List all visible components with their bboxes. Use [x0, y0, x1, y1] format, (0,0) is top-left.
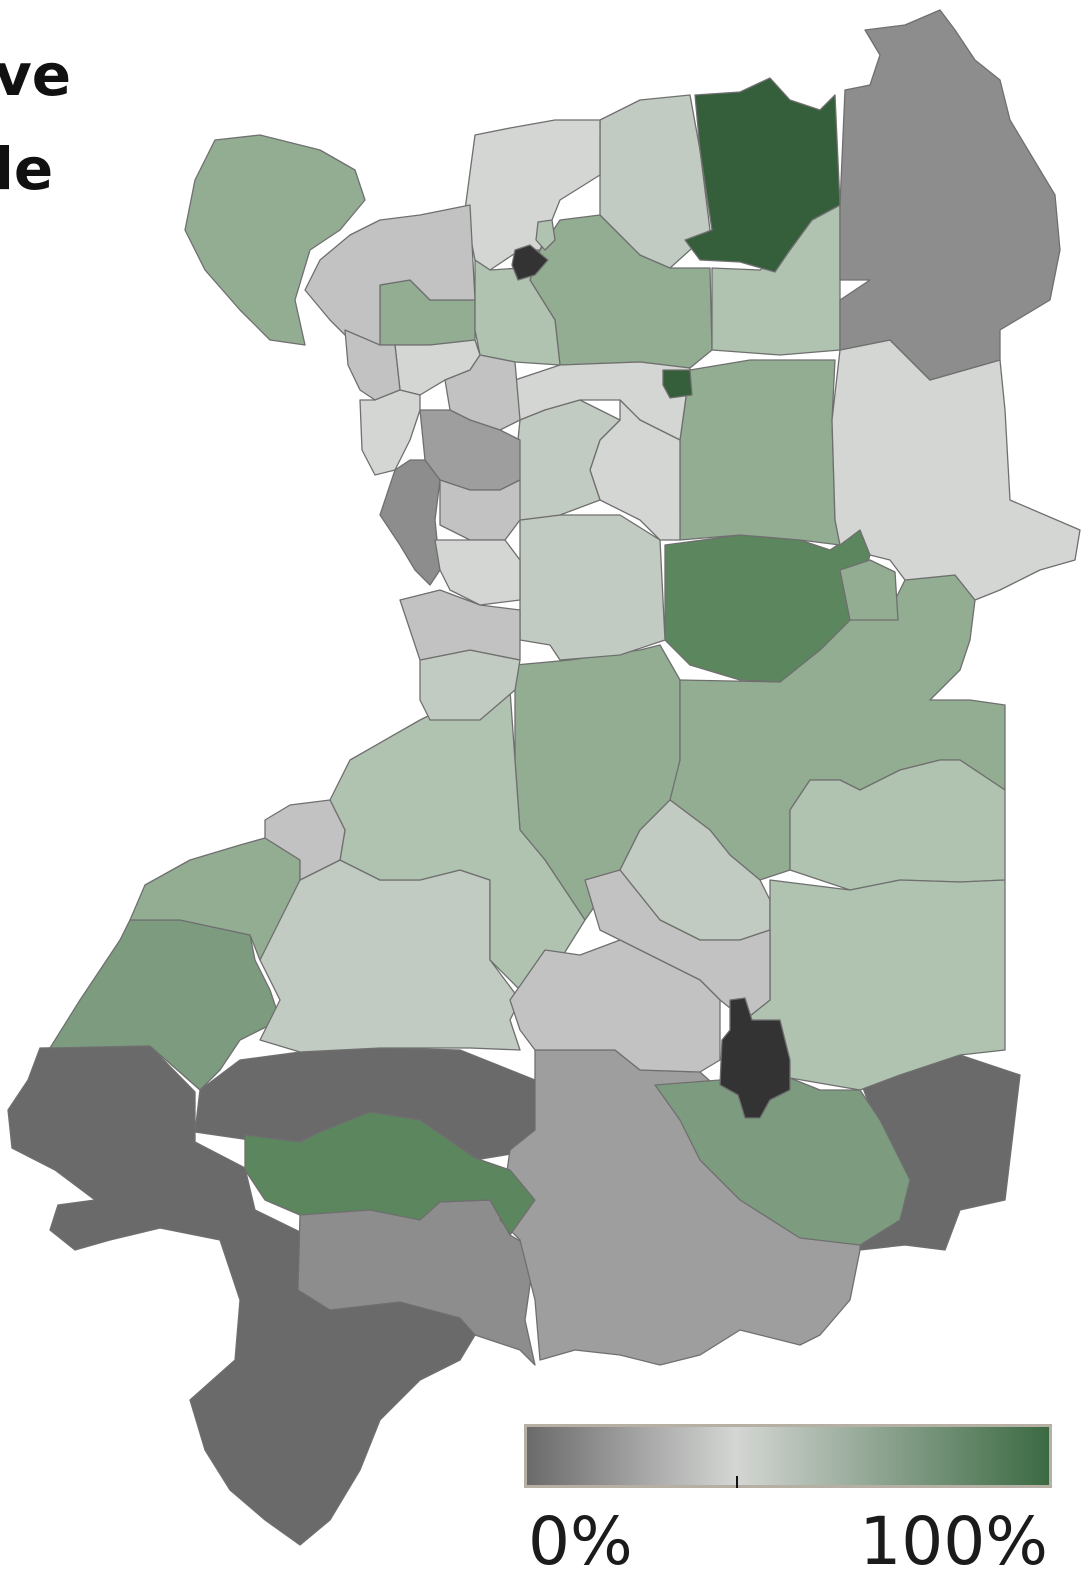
- region-ne-gray[interactable]: [839, 9, 1061, 381]
- region-small-green-east[interactable]: [839, 559, 899, 621]
- region-west-pale[interactable]: [259, 859, 521, 1053]
- color-legend: 0% 100%: [524, 1424, 1052, 1580]
- region-core-8[interactable]: [434, 539, 521, 606]
- region-sw-coast[interactable]: [7, 1045, 476, 1546]
- legend-max-label: 100%: [859, 1503, 1048, 1580]
- region-tiny-darkest[interactable]: [511, 244, 549, 281]
- region-west-gray[interactable]: [264, 799, 346, 881]
- region-south-green[interactable]: [244, 1111, 536, 1236]
- region-ne-green[interactable]: [679, 359, 841, 546]
- region-core-4[interactable]: [359, 389, 421, 476]
- region-center-pale[interactable]: [519, 514, 666, 661]
- region-ne-darkgreen[interactable]: [684, 77, 841, 273]
- region-mid-gray-west[interactable]: [399, 589, 521, 661]
- region-sw-green[interactable]: [49, 919, 281, 1091]
- region-se-darkest[interactable]: [719, 997, 791, 1119]
- legend-min-label: 0%: [528, 1503, 633, 1580]
- title-line-1: ve: [0, 41, 72, 109]
- legend-gradient-bar: [524, 1424, 1052, 1488]
- region-small-darkgreen[interactable]: [662, 369, 693, 399]
- region-east-green[interactable]: [789, 759, 1006, 891]
- region-top-pale[interactable]: [599, 94, 711, 269]
- region-core-7[interactable]: [439, 479, 521, 541]
- legend-midpoint-tick: [736, 1476, 738, 1488]
- region-east-pale-gray[interactable]: [831, 339, 1081, 601]
- region-nw-lightgreen[interactable]: [474, 249, 561, 366]
- region-tiny-green[interactable]: [535, 219, 556, 251]
- region-nw-green[interactable]: [184, 134, 366, 346]
- title-line-2: le: [0, 135, 54, 203]
- region-core-6[interactable]: [379, 459, 441, 586]
- region-center-gray-2[interactable]: [509, 939, 721, 1073]
- map-title: ve le: [0, 28, 71, 216]
